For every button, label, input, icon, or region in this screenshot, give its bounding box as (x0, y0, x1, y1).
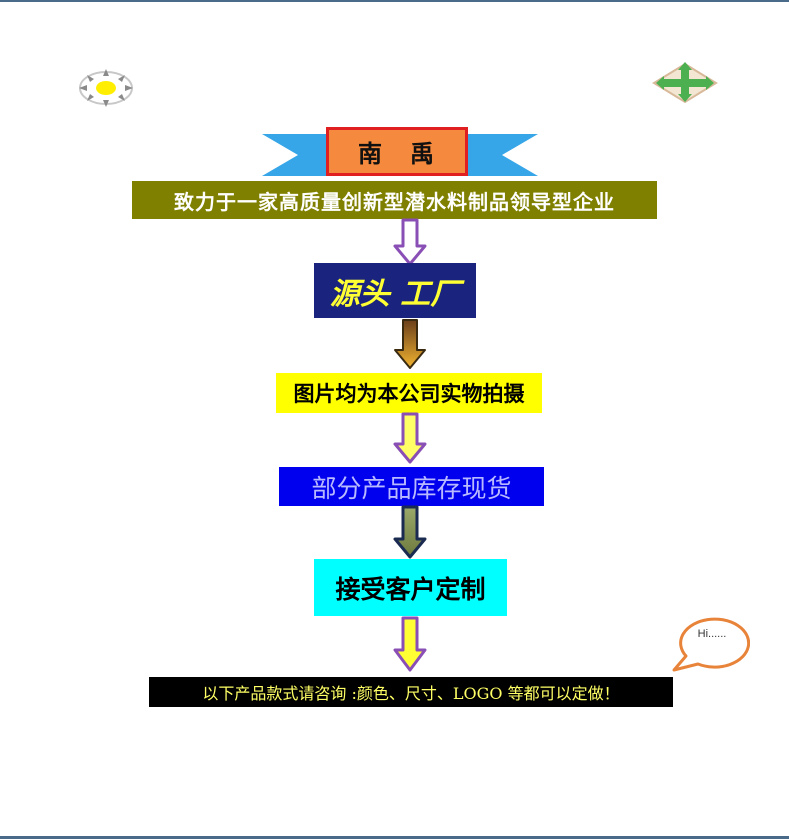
flow-arrow-icon (393, 505, 427, 559)
custom-note: 接受客户定制 (314, 559, 507, 616)
bubble-text: Hi...... (697, 628, 727, 640)
photo-note: 图片均为本公司实物拍摄 (276, 373, 542, 413)
speech-bubble-icon (672, 617, 750, 672)
factory-label: 源头 工厂 (314, 263, 476, 318)
flow-arrow-icon (393, 616, 427, 672)
top-border (0, 0, 789, 2)
flow-arrow-icon (393, 412, 427, 464)
slogan-banner: 致力于一家高质量创新型潜水料制品领导型企业 (132, 181, 657, 219)
move-cross-icon (652, 62, 718, 104)
stock-note: 部分产品库存现货 (279, 467, 544, 506)
flow-arrow-icon (393, 218, 427, 266)
sun-icon (79, 69, 133, 107)
footer-note: 以下产品款式请咨询 :颜色、尺寸、LOGO 等都可以定做！ (149, 677, 673, 707)
flow-arrow-icon (394, 319, 426, 369)
bottom-border (0, 836, 789, 839)
ribbon-banner (262, 134, 538, 176)
banner-title: 南 禹 (326, 127, 468, 176)
